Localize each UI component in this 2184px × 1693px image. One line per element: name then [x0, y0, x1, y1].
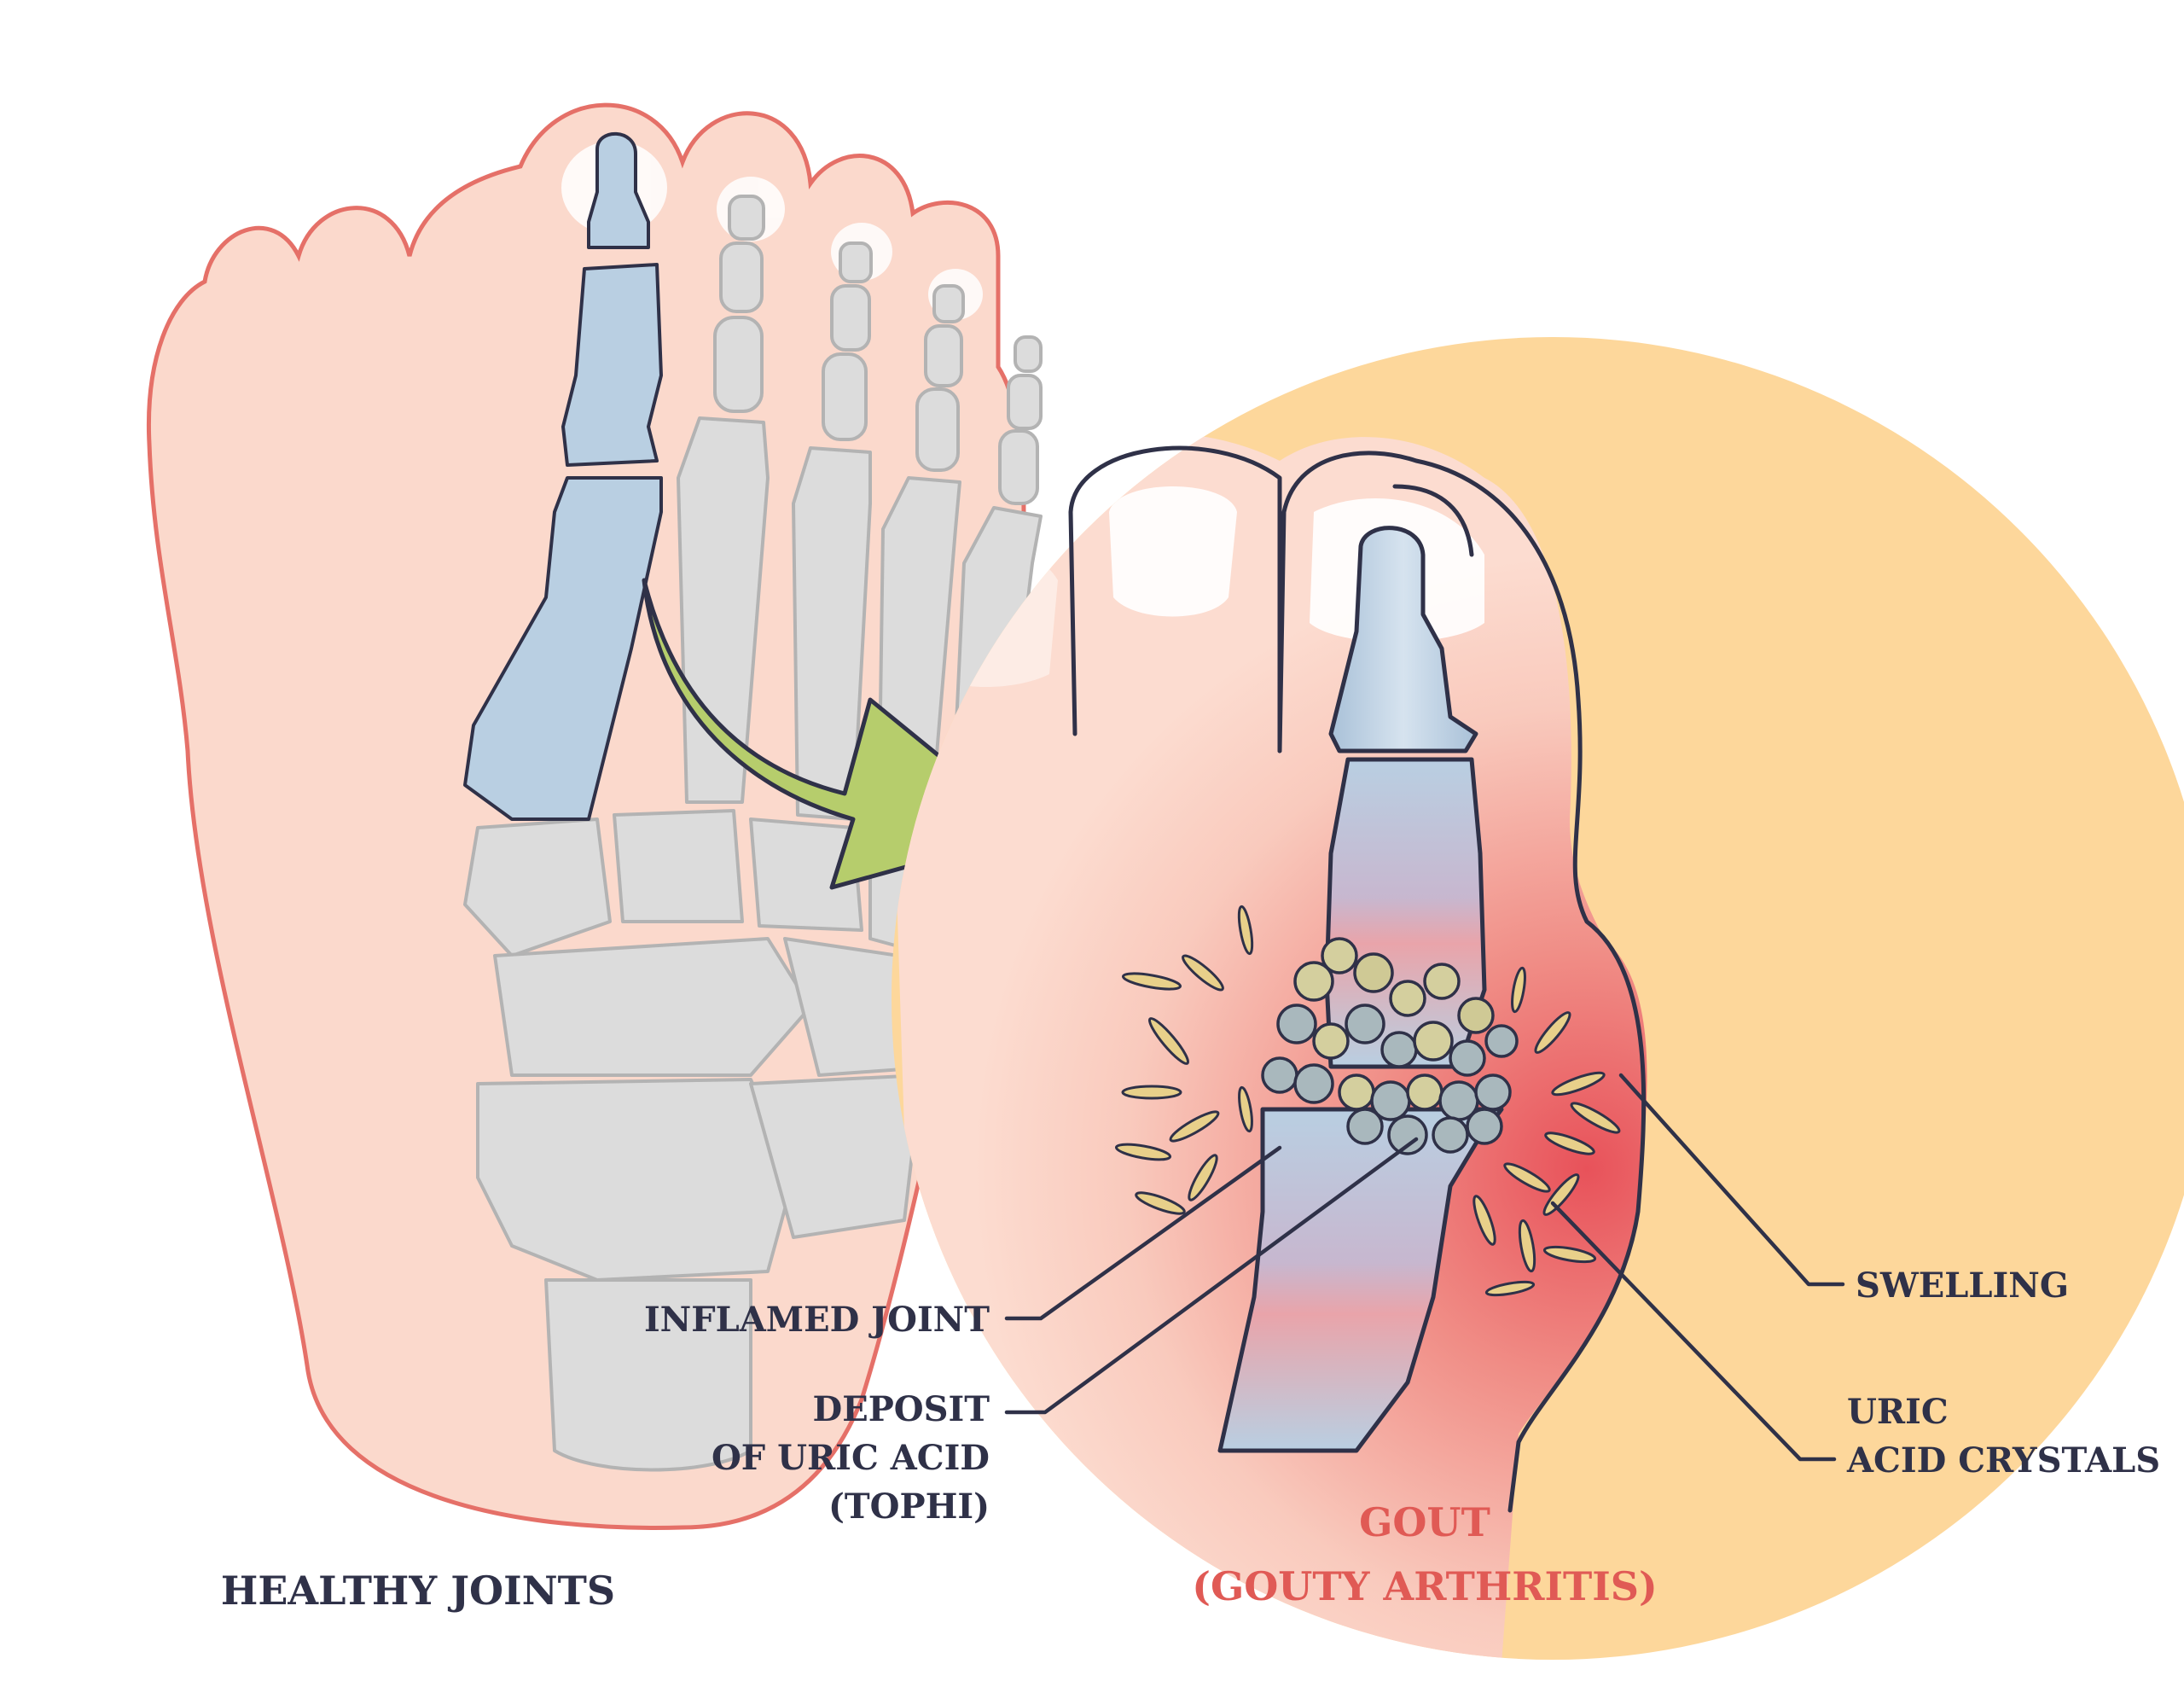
- deposit-label-line3: (TOPHI): [828, 1486, 990, 1527]
- gout-title: GOUT: [1359, 1499, 1490, 1545]
- healthy-joints-caption: HEALTHY JOINTS: [221, 1568, 615, 1614]
- second-toe-nail: [1109, 486, 1237, 617]
- gout-detail: [892, 337, 2184, 1660]
- crystals-label-line1: URIC: [1847, 1392, 1949, 1432]
- foot-skeleton: [463, 195, 1043, 1472]
- labels: HEALTHY JOINTS GOUT (GOUTY ARTHRITIS) IN…: [221, 1265, 2160, 1614]
- deposit-label-line2: OF URIC ACID: [712, 1438, 990, 1478]
- big-toe-bones: [463, 131, 663, 821]
- callout-leaders: [1004, 1073, 1845, 1462]
- gout-subtitle: (GOUTY ARTHRITIS): [1192, 1563, 1658, 1609]
- healthy-foot: [146, 102, 1054, 1530]
- deposit-label-line1: DEPOSIT: [813, 1389, 990, 1429]
- tophi-cluster: [1261, 937, 1519, 1155]
- crystals-label-line2: ACID CRYSTALS: [1846, 1440, 2160, 1481]
- uric-acid-crystals: [1114, 905, 1621, 1297]
- inflamed-joint-label: INFLAMED JOINT: [644, 1300, 990, 1340]
- swelling-label: SWELLING: [1856, 1265, 2069, 1306]
- toe-outlines: [1068, 445, 1647, 1513]
